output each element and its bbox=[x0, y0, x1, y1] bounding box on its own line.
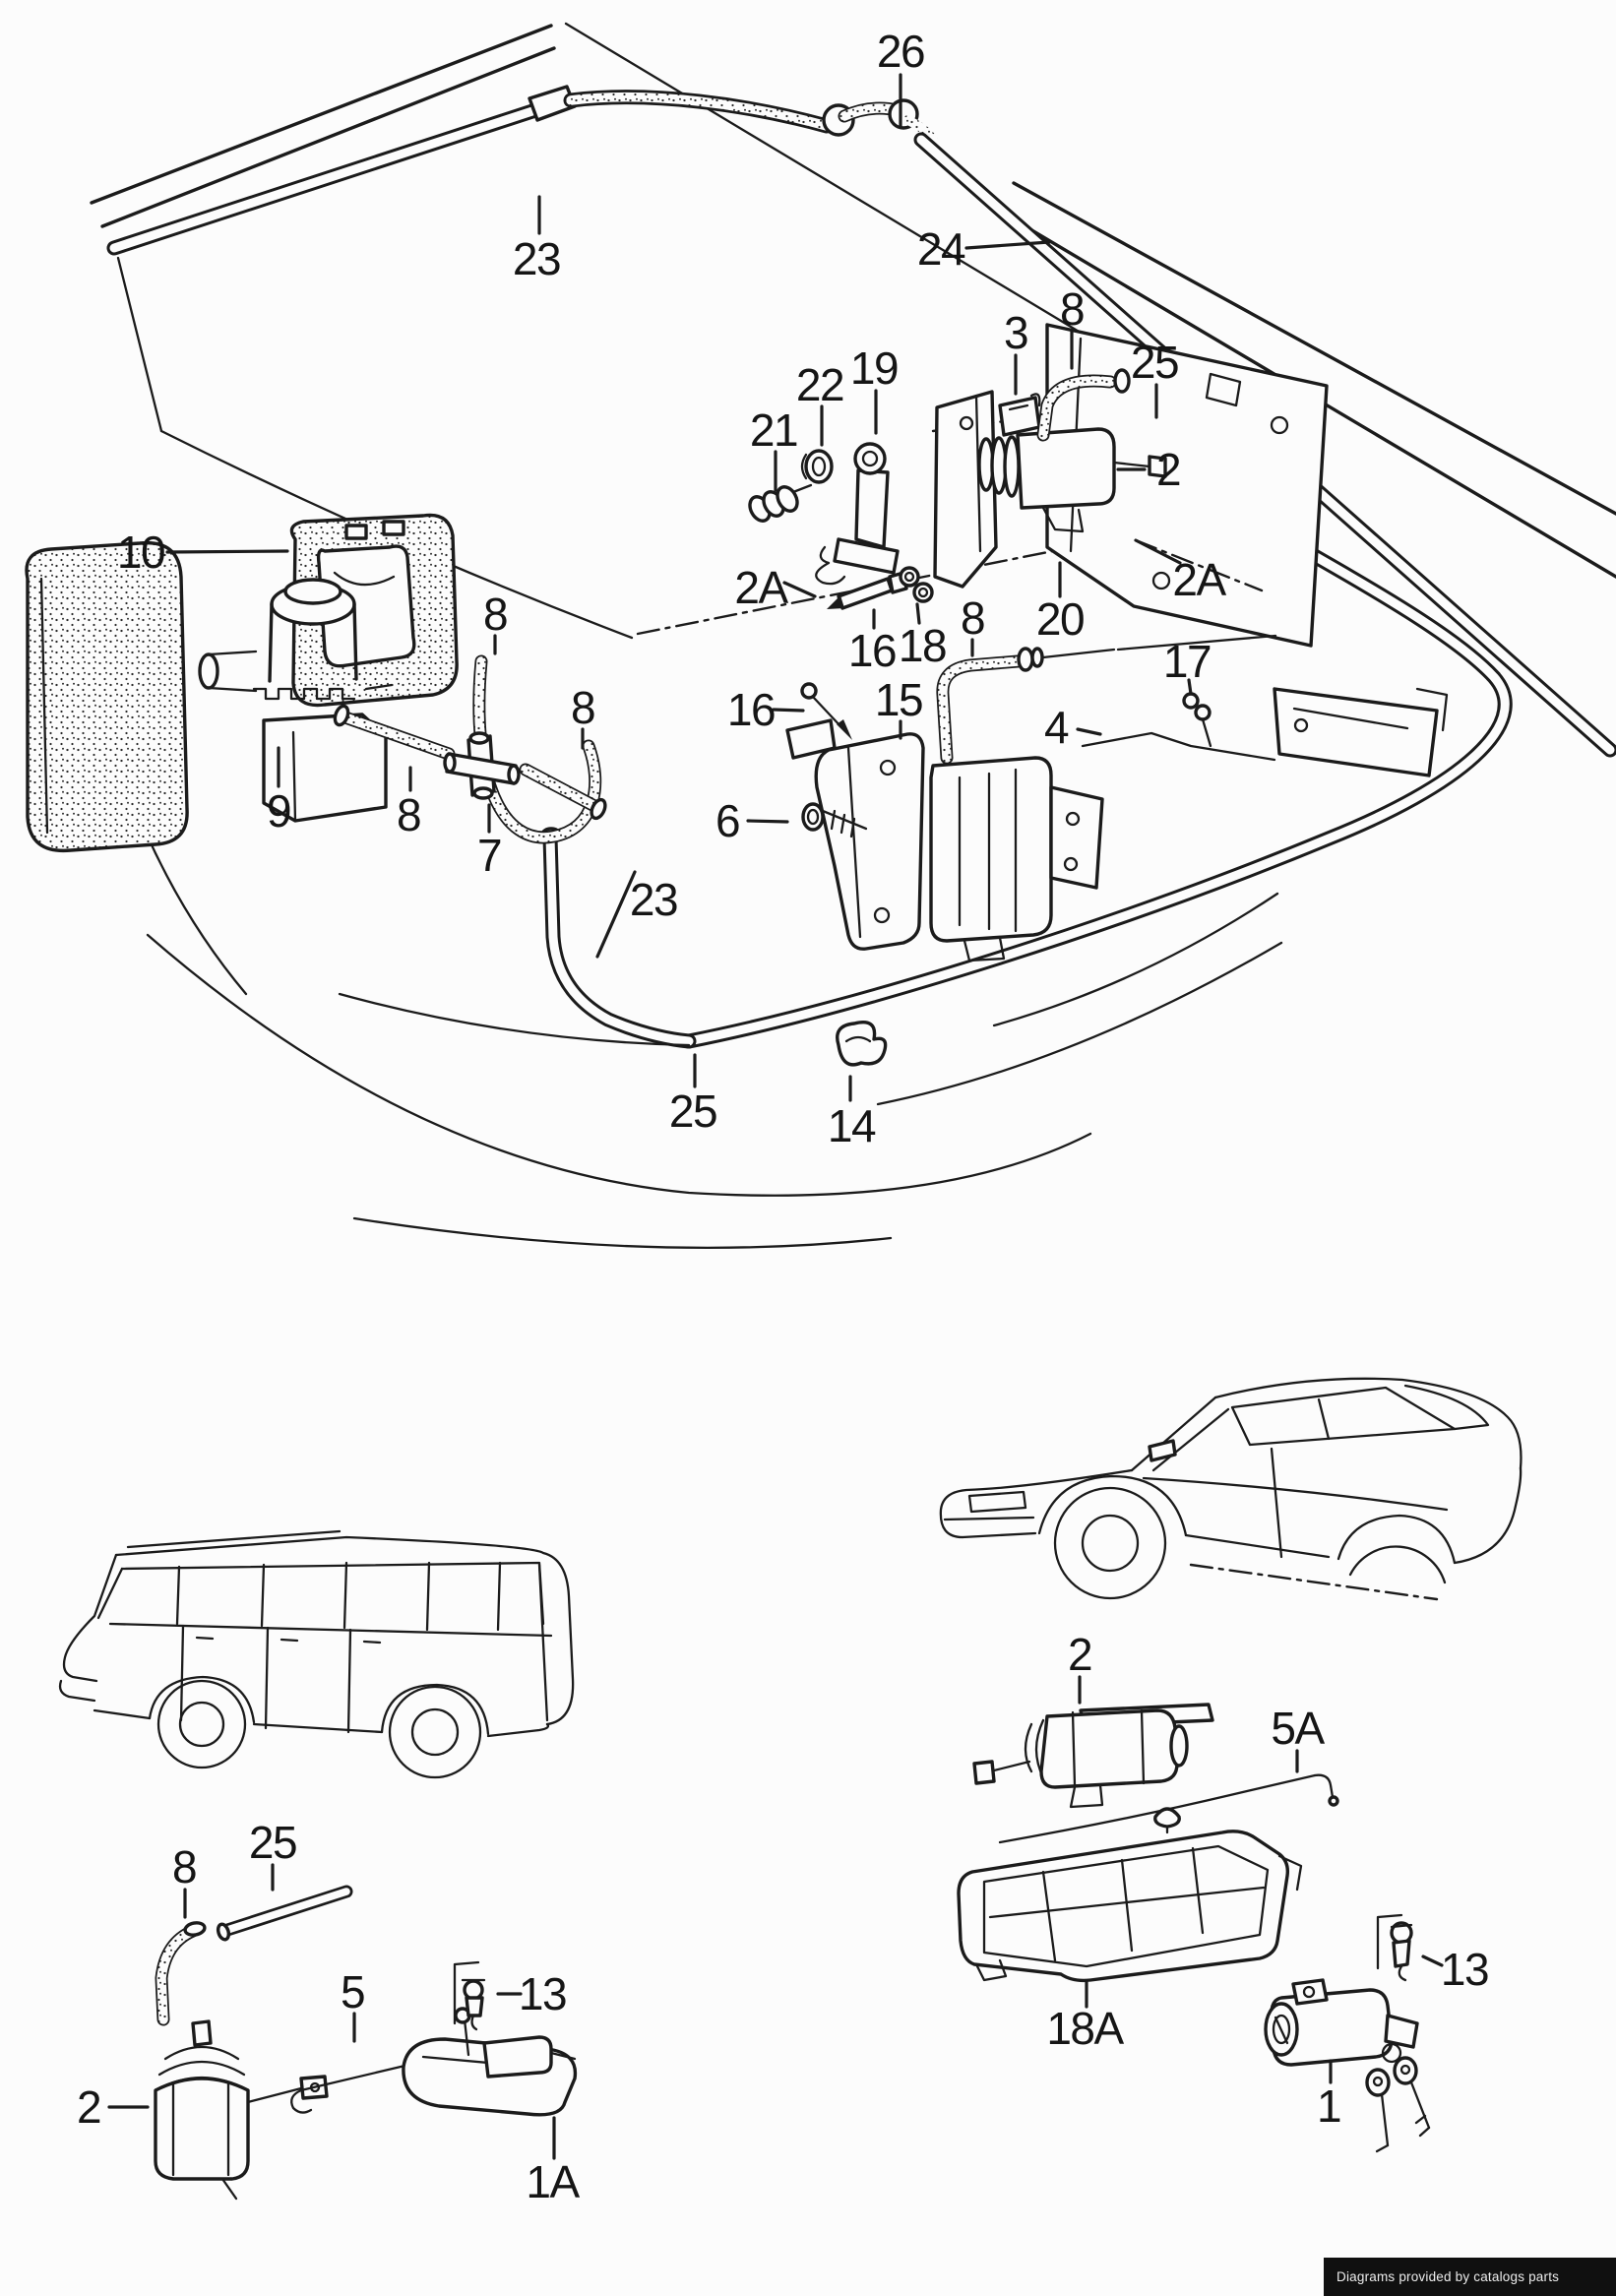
short-hose-8 bbox=[519, 763, 607, 821]
spring-screw-21 bbox=[748, 483, 813, 523]
part-label-2: 2 bbox=[1067, 1629, 1093, 1680]
part-label-19: 19 bbox=[849, 342, 900, 394]
part-label-5A: 5A bbox=[1271, 1703, 1325, 1754]
vacuum-tube-23-lower bbox=[540, 827, 697, 1049]
part-label-1A: 1A bbox=[526, 2156, 580, 2207]
part-label-22: 22 bbox=[795, 359, 845, 410]
part-label-18A: 18A bbox=[1046, 2003, 1124, 2054]
leader-line-16 bbox=[772, 708, 805, 713]
credit-text: Diagrams provided by catalogs parts bbox=[1336, 2269, 1560, 2284]
part-label-23: 23 bbox=[629, 874, 679, 925]
elbow-hose-8-mid bbox=[936, 634, 1277, 765]
part-label-8: 8 bbox=[570, 682, 596, 733]
part-label-9: 9 bbox=[266, 785, 292, 837]
part-label-24: 24 bbox=[916, 223, 966, 275]
elbow-hose-8-upper-right bbox=[1036, 368, 1131, 442]
lock-actuator-2-wagon bbox=[154, 2019, 329, 2201]
wire-clip-2a bbox=[815, 545, 846, 586]
car-wagon bbox=[58, 1529, 575, 1779]
part-label-8: 8 bbox=[482, 589, 509, 640]
leader-line-17 bbox=[1187, 678, 1193, 696]
part-label-8: 8 bbox=[171, 1841, 198, 1893]
leader-line-10 bbox=[165, 549, 289, 554]
part-label-26: 26 bbox=[876, 26, 926, 77]
part-label-3: 3 bbox=[1003, 307, 1029, 358]
foam-pad bbox=[25, 540, 189, 853]
washers-18 bbox=[899, 566, 934, 603]
spindle-16-upper bbox=[827, 571, 908, 610]
lock-actuator-2-top bbox=[977, 427, 1167, 533]
part-label-7: 7 bbox=[476, 830, 503, 881]
part-label-13: 13 bbox=[1440, 1944, 1490, 1995]
seat-pan-18a bbox=[957, 1807, 1303, 1983]
part-label-6: 6 bbox=[715, 795, 741, 846]
switch-13-wagon bbox=[453, 1960, 486, 2031]
part-label-17: 17 bbox=[1162, 636, 1212, 687]
tube-25-wagon bbox=[216, 1885, 353, 1942]
switch-13-sedan bbox=[1376, 1913, 1413, 1982]
part-label-1: 1 bbox=[1316, 2080, 1342, 2132]
credit-bar: Diagrams provided by catalogs parts bbox=[1324, 2258, 1616, 2296]
vacuum-pump-9 bbox=[198, 578, 394, 823]
grommet-22 bbox=[800, 449, 834, 484]
part-label-16: 16 bbox=[726, 684, 777, 735]
callout-leader-lines bbox=[107, 73, 1444, 2160]
clip-nut-3 bbox=[998, 393, 1041, 437]
part-label-2: 2 bbox=[76, 2081, 102, 2133]
leader-line-23 bbox=[595, 870, 637, 959]
screw-6 bbox=[801, 802, 868, 838]
holder-bracket-10 bbox=[289, 513, 459, 708]
rod-4-linkage bbox=[1081, 692, 1276, 762]
part-label-25: 25 bbox=[248, 1817, 298, 1868]
part-label-25: 25 bbox=[668, 1086, 718, 1137]
part-label-14: 14 bbox=[827, 1100, 877, 1151]
center-bracket bbox=[933, 390, 998, 589]
leader-line-6 bbox=[746, 819, 789, 824]
lock-cylinder-1 bbox=[1264, 1978, 1431, 2153]
part-label-23: 23 bbox=[512, 233, 562, 284]
part-label-5: 5 bbox=[340, 1966, 366, 2017]
lock-lever-19 bbox=[833, 442, 900, 575]
vacuum-hose-23-roof bbox=[106, 85, 835, 256]
part-label-13: 13 bbox=[518, 1968, 568, 2019]
mounting-plate-20 bbox=[1045, 323, 1329, 648]
screw-16-lower bbox=[800, 682, 852, 740]
part-label-8: 8 bbox=[960, 592, 986, 644]
part-label-15: 15 bbox=[874, 674, 924, 725]
elbow-hose-8-wagon bbox=[155, 1921, 207, 2026]
part-label-16: 16 bbox=[847, 625, 898, 676]
bracket-15 bbox=[785, 718, 925, 951]
striker-plate-17 bbox=[1134, 538, 1449, 777]
straight-hose-8-left bbox=[333, 704, 456, 761]
part-label-20: 20 bbox=[1035, 593, 1086, 645]
leader-line-24 bbox=[964, 240, 1051, 250]
part-label-8: 8 bbox=[396, 789, 422, 840]
hose-junction-26 bbox=[822, 98, 938, 145]
cross-connector-7 bbox=[443, 731, 521, 800]
part-label-10: 10 bbox=[116, 527, 166, 578]
part-label-4: 4 bbox=[1043, 702, 1070, 753]
lock-1a-wagon bbox=[402, 2007, 578, 2117]
leader-line-2A bbox=[782, 581, 817, 598]
leader-line-4 bbox=[1076, 727, 1102, 736]
lock-unit-tailgate bbox=[929, 756, 1104, 962]
tube-clip-14 bbox=[836, 1021, 888, 1067]
part-label-25: 25 bbox=[1130, 337, 1180, 388]
part-label-8: 8 bbox=[1059, 283, 1086, 335]
part-label-2: 2 bbox=[1155, 444, 1182, 495]
part-label-18: 18 bbox=[898, 620, 948, 671]
car-sedan bbox=[939, 1377, 1523, 1601]
rod-5a-sedan bbox=[998, 1773, 1339, 1844]
leader-line-13 bbox=[1421, 1955, 1444, 1967]
part-label-21: 21 bbox=[749, 404, 799, 456]
part-label-2A: 2A bbox=[734, 562, 788, 613]
leader-line-18 bbox=[915, 602, 921, 625]
leader-line-2A bbox=[1134, 538, 1182, 565]
lock-actuator-2-sedan bbox=[972, 1703, 1214, 1809]
part-label-2A: 2A bbox=[1172, 554, 1226, 605]
